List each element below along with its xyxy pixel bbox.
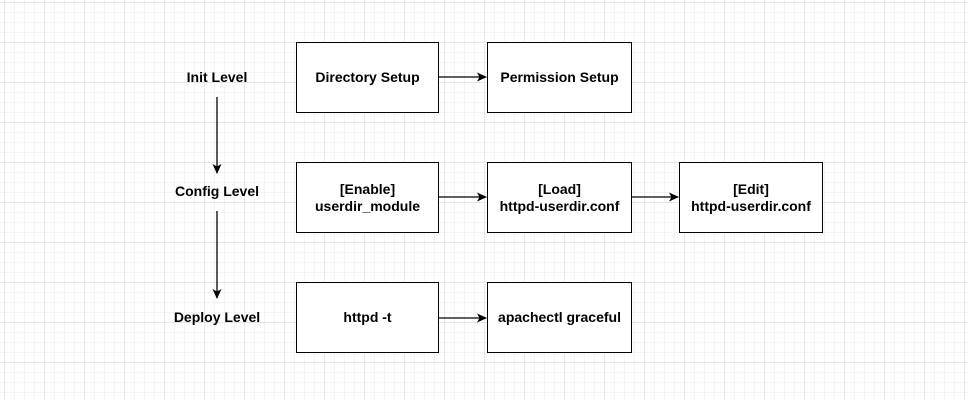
deploy-level-label: Deploy Level <box>173 309 261 325</box>
edit-conf-node[interactable]: [Edit] httpd-userdir.conf <box>679 162 823 233</box>
enable-userdir-line2: userdir_module <box>314 197 421 214</box>
load-conf-node[interactable]: [Load] httpd-userdir.conf <box>487 162 632 233</box>
apachectl-graceful-node[interactable]: apachectl graceful <box>487 282 632 353</box>
edit-conf-line1: [Edit] <box>733 180 769 197</box>
enable-userdir-line1: [Enable] <box>339 180 396 197</box>
permission-setup-text: Permission Setup <box>500 69 619 85</box>
load-conf-line1: [Load] <box>538 180 581 197</box>
directory-setup-text: Directory Setup <box>315 69 420 85</box>
httpd-test-node[interactable]: httpd -t <box>296 282 439 353</box>
load-conf-line2: httpd-userdir.conf <box>499 197 620 214</box>
edit-conf-line2: httpd-userdir.conf <box>691 197 811 214</box>
init-level-label: Init Level <box>186 69 248 85</box>
enable-userdir-node[interactable]: [Enable] userdir_module <box>296 162 439 233</box>
directory-setup-node[interactable]: Directory Setup <box>296 42 439 113</box>
apachectl-graceful-text: apachectl graceful <box>498 309 621 325</box>
config-level-label: Config Level <box>174 183 259 199</box>
httpd-test-text: httpd -t <box>343 309 392 325</box>
permission-setup-node[interactable]: Permission Setup <box>487 42 632 113</box>
